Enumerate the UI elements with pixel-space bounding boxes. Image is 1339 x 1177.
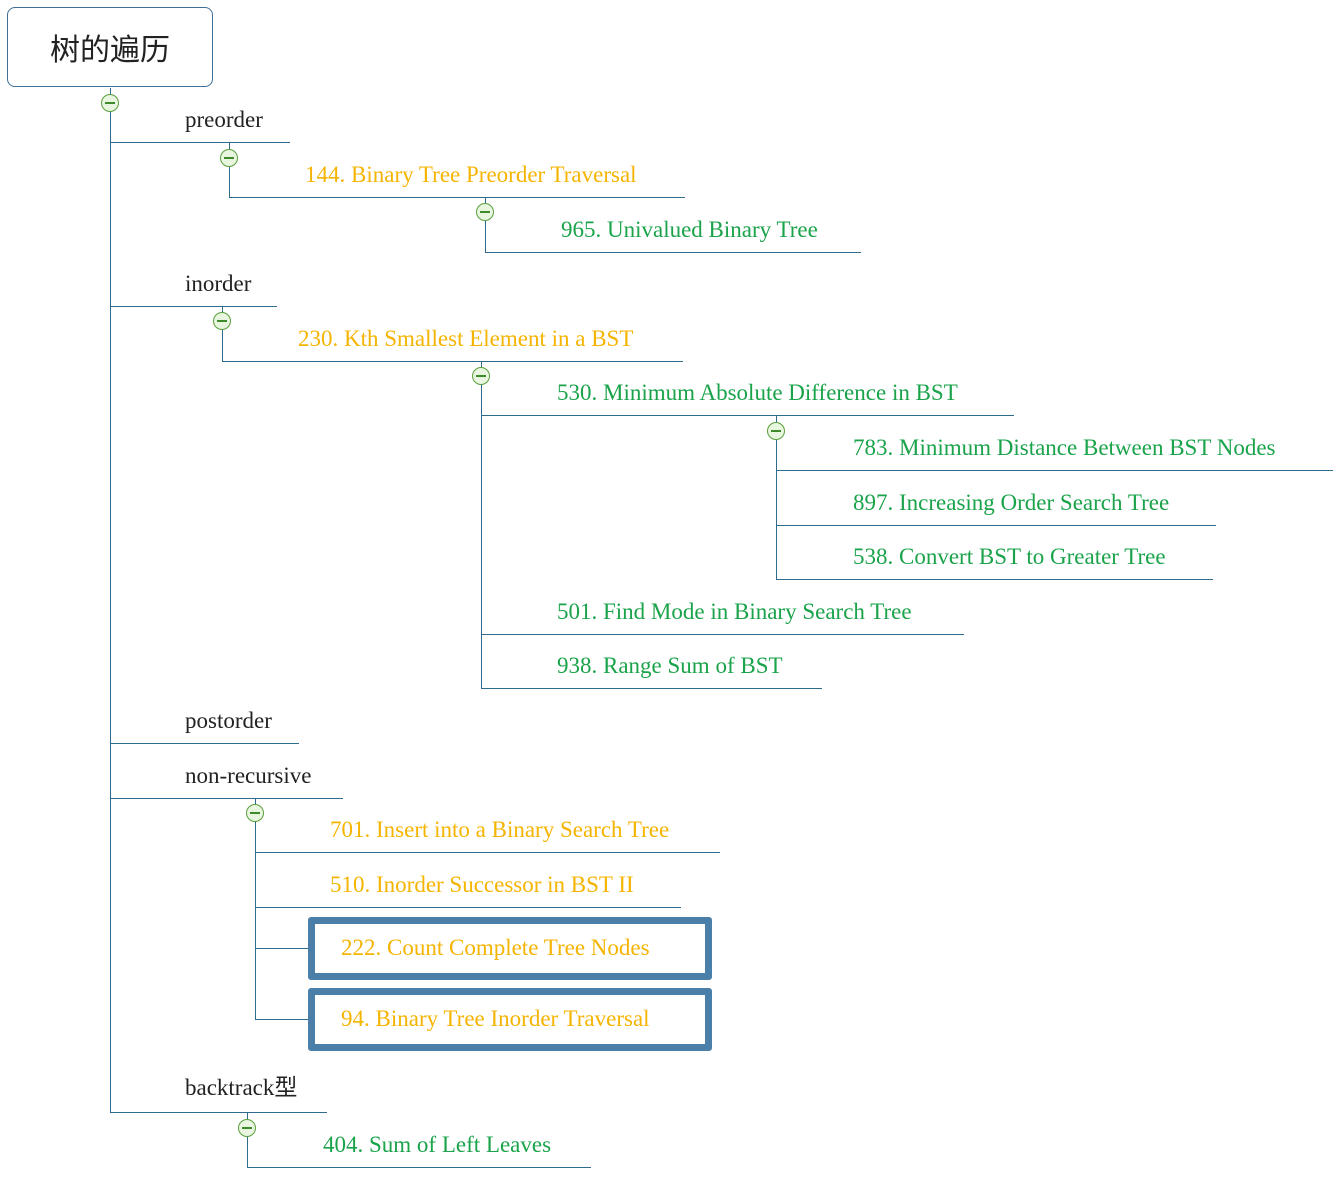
topic-501[interactable]: 501. Find Mode in Binary Search Tree	[557, 599, 912, 624]
topic-backtrack[interactable]: backtrack型	[185, 1075, 298, 1100]
topic-inorder[interactable]: inorder	[185, 271, 252, 296]
collapse-toggle-icon-preorder[interactable]	[220, 149, 238, 167]
collapse-toggle-icon-230[interactable]	[472, 367, 490, 385]
topic-783[interactable]: 783. Minimum Distance Between BST Nodes	[853, 435, 1276, 460]
topic-nonrecursive[interactable]: non-recursive	[185, 763, 312, 788]
topic-938[interactable]: 938. Range Sum of BST	[557, 653, 783, 678]
root-topic[interactable]: 树的遍历	[7, 7, 213, 87]
collapse-toggle-icon-root[interactable]	[101, 94, 119, 112]
collapse-toggle-icon-nonrecursive[interactable]	[246, 804, 264, 822]
topic-538[interactable]: 538. Convert BST to Greater Tree	[853, 544, 1166, 569]
topic-530[interactable]: 530. Minimum Absolute Difference in BST	[557, 380, 958, 405]
topic-222[interactable]: 222. Count Complete Tree Nodes	[341, 935, 650, 960]
highlight-box-94[interactable]	[308, 988, 712, 1051]
topic-701[interactable]: 701. Insert into a Binary Search Tree	[330, 817, 670, 842]
topic-897[interactable]: 897. Increasing Order Search Tree	[853, 490, 1170, 515]
topic-postorder[interactable]: postorder	[185, 708, 272, 733]
topic-94[interactable]: 94. Binary Tree Inorder Traversal	[341, 1006, 650, 1031]
topic-144[interactable]: 144. Binary Tree Preorder Traversal	[305, 162, 637, 187]
topic-404[interactable]: 404. Sum of Left Leaves	[323, 1132, 552, 1157]
collapse-toggle-icon-144[interactable]	[476, 203, 494, 221]
root-title: 树的遍历	[50, 34, 170, 67]
topic-510[interactable]: 510. Inorder Successor in BST II	[330, 872, 634, 897]
highlight-box-222[interactable]	[308, 917, 712, 980]
collapse-toggle-icon-backtrack[interactable]	[238, 1119, 256, 1137]
collapse-toggle-icon-inorder[interactable]	[213, 312, 231, 330]
topic-preorder[interactable]: preorder	[185, 107, 263, 132]
topic-230[interactable]: 230. Kth Smallest Element in a BST	[298, 326, 634, 351]
topic-965[interactable]: 965. Univalued Binary Tree	[561, 217, 818, 242]
collapse-toggle-icon-530[interactable]	[767, 422, 785, 440]
